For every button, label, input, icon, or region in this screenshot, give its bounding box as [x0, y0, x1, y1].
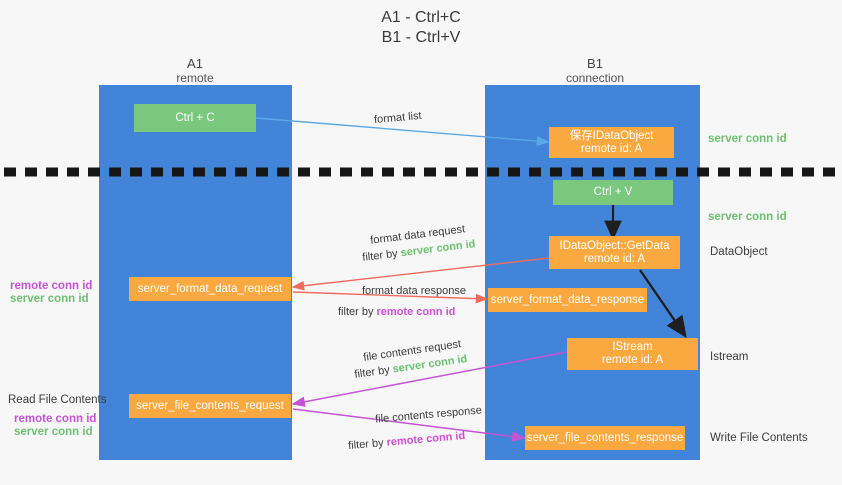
box-server-file-contents-request-label: server_file_contents_request	[136, 399, 284, 412]
box-server-file-contents-response[interactable]: server_file_contents_response	[525, 426, 685, 450]
right-label-istream: Istream	[710, 351, 749, 363]
right-label-server-conn-id-top: server conn id	[708, 133, 787, 145]
title-line-1: A1 - Ctrl+C	[381, 9, 461, 26]
box-server-format-data-response[interactable]: server_format_data_response	[488, 288, 647, 312]
box-getdata[interactable]: IDataObject::GetData remote id: A	[549, 236, 680, 269]
box-ctrl-c-label: Ctrl + C	[175, 111, 215, 124]
lane-header-a1: A1 remote	[120, 56, 270, 86]
lane-header-a1-name: A1	[187, 56, 203, 71]
lane-header-b1: B1 connection	[520, 56, 670, 86]
box-server-file-contents-request[interactable]: server_file_contents_request	[129, 394, 291, 418]
arrow-format-data-request	[291, 257, 550, 291]
page-title: A1 - Ctrl+C B1 - Ctrl+V	[0, 8, 842, 48]
right-label-dataobject: DataObject	[710, 246, 768, 258]
box-save-idataobject-line1: 保存IDataObject	[569, 129, 654, 142]
title-line-2: B1 - Ctrl+V	[381, 29, 461, 46]
left-label-server-conn-id-1: server conn id	[10, 293, 89, 305]
box-ctrl-v-label: Ctrl + V	[593, 186, 633, 198]
lane-header-b1-name: B1	[587, 56, 603, 71]
box-getdata-line2: remote id: A	[583, 252, 646, 265]
box-save-idataobject[interactable]: 保存IDataObject remote id: A	[549, 127, 674, 158]
arrow-label-format-data-response: format data response	[362, 285, 466, 297]
box-server-format-data-request-label: server_format_data_request	[137, 282, 283, 295]
right-label-write-file-contents: Write File Contents	[710, 432, 808, 444]
lane-header-a1-role: remote	[176, 71, 214, 85]
left-label-remote-conn-id-2: remote conn id	[14, 413, 97, 425]
arrow-format-data-response	[292, 291, 489, 304]
filter-value: remote conn id	[376, 306, 456, 318]
arrow-getdata-to-istream	[639, 269, 687, 338]
arrow-file-contents-request	[291, 351, 568, 407]
left-label-remote-conn-id-1: remote conn id	[10, 280, 93, 292]
box-ctrl-v[interactable]: Ctrl + V	[553, 180, 673, 205]
box-getdata-line1: IDataObject::GetData	[559, 239, 670, 252]
box-save-idataobject-line2: remote id: A	[580, 142, 643, 155]
left-label-read-file-contents: Read File Contents	[8, 394, 107, 406]
box-istream-line1: IStream	[612, 341, 653, 353]
arrow-format-list	[255, 117, 550, 146]
right-label-server-conn-id-mid: server conn id	[708, 211, 787, 223]
lane-header-b1-role: connection	[565, 71, 625, 85]
box-istream-line2: remote id: A	[601, 354, 664, 366]
box-server-file-contents-response-label: server_file_contents_response	[526, 431, 684, 444]
left-label-server-conn-id-2: server conn id	[14, 426, 93, 438]
arrow-label-format-data-response-filter: filter by remote conn id	[338, 305, 455, 319]
box-server-format-data-response-label: server_format_data_response	[490, 293, 645, 306]
arrow-file-contents-response	[292, 408, 526, 442]
filter-prefix: filter by	[347, 436, 388, 453]
section-divider	[4, 167, 838, 177]
box-ctrl-c[interactable]: Ctrl + C	[134, 104, 256, 132]
box-istream[interactable]: IStream remote id: A	[567, 338, 698, 370]
box-server-format-data-request[interactable]: server_format_data_request	[129, 277, 291, 301]
filter-prefix: filter by	[338, 306, 377, 318]
